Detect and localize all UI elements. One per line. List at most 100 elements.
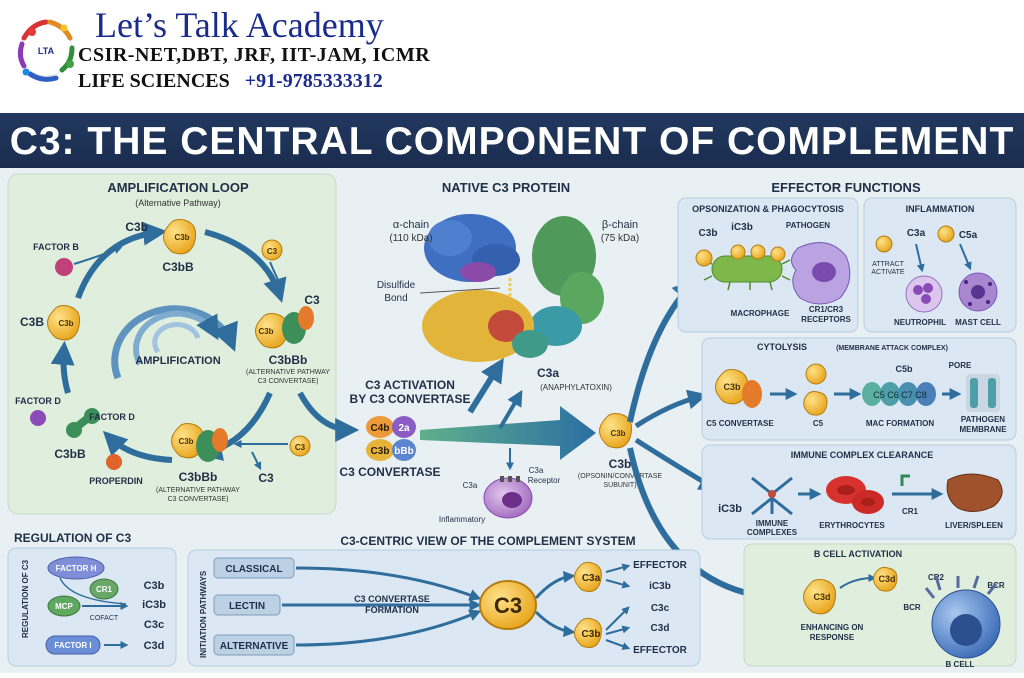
activation-label-2: BY C3 CONVERTASE [350, 392, 471, 406]
subject-line: LIFE SCIENCES +91-9785333312 [78, 70, 383, 93]
c3-convertase-complex-icon [366, 416, 416, 461]
c5a-to-mastcell-arrow [959, 243, 972, 271]
exam-list: CSIR-NET,DBT, JRF, IIT-JAM, ICMR [78, 44, 431, 66]
c3b-c3c-arrow [605, 606, 630, 631]
mcp-label: MCP [55, 602, 73, 611]
c3bbb-bottom-glyph: C3b [178, 437, 193, 446]
output-effector-top: EFFECTOR [633, 560, 687, 571]
factor-i-chip [45, 635, 101, 655]
opsonized-pathogen-icon [695, 244, 791, 291]
factor-d-mid-label: FACTOR D [89, 412, 135, 422]
lectin-pathway-box [213, 594, 281, 616]
inflammatory-cell-icon [483, 476, 533, 519]
c3bbb-right-glyph: C3b [258, 327, 273, 336]
beta-chain-kda: (75 kDa) [601, 233, 639, 244]
convertase-right-note-1: (ALTERNATIVE PATHWAY [246, 369, 330, 376]
c3b-convertase-label: C3b [371, 446, 390, 457]
liver-icon [946, 473, 1003, 512]
alternative-arrow [295, 609, 482, 647]
amplification-title: AMPLIFICATION LOOP [107, 180, 249, 195]
output-c3d: C3d [651, 623, 670, 634]
regulation-side-label: REGULATION OF C3 [21, 559, 30, 638]
c3b-top-label: C3b [125, 220, 148, 234]
native-title: NATIVE C3 PROTEIN [442, 180, 570, 195]
reg-product-c3c: C3c [144, 619, 164, 631]
c3d-left-icon [803, 579, 837, 615]
c3d-arrow [839, 574, 877, 589]
regulation-cr1-label: CR1 [96, 585, 113, 594]
c5-convertase-icon [715, 369, 762, 408]
academy-logo-icon: LTA [17, 19, 75, 82]
membrane-pore-icon [966, 374, 1000, 412]
receptors-label-2: RECEPTORS [801, 315, 851, 324]
c3b-out-label: C3b [609, 457, 632, 471]
c3b-effector-arrow [605, 639, 631, 650]
liver-spleen-label: LIVER/SPLEEN [945, 521, 1003, 530]
reg-product-c3b: C3b [144, 580, 165, 592]
c3-in-arrow [269, 261, 284, 291]
disulfide-label-2: Bond [384, 293, 407, 304]
c3-in2-icon [289, 435, 311, 457]
c3bbb-bottom-icon [171, 423, 228, 462]
central-c3b-label: C3b [582, 629, 601, 640]
page-title: C3: THE CENTRAL COMPONENT OF COMPLEMENT [9, 120, 1015, 163]
c3bbb-right-label: C3bBb [269, 353, 308, 367]
c3b-out-glyph: C3b [610, 429, 625, 438]
central-c3a-label: C3a [582, 573, 601, 584]
factor-b-arrow [73, 246, 123, 265]
c3-protein-structure-icon [422, 214, 604, 362]
c3b-left-icon [47, 305, 81, 341]
c5-icon [803, 391, 828, 416]
formation-label-2: FORMATION [365, 605, 419, 615]
logo-text: LTA [38, 46, 55, 56]
convertase-right-note-2: C3 CONVERTASE) [258, 378, 319, 385]
c3b-top-icon [163, 219, 197, 255]
c3-in2-label: C3 [295, 443, 306, 452]
bbb-label: bBb [394, 446, 413, 457]
cytolysis-c3b-label: C3b [723, 382, 741, 392]
erythrocytes-label: ERYTHROCYTES [819, 521, 885, 530]
central-title: C3-CENTRIC VIEW OF THE COMPLEMENT SYSTEM [340, 534, 635, 548]
c3b-c3d-arrow [605, 625, 631, 635]
convertase-to-activation-arrow [297, 391, 360, 442]
infographic: AMPLIFICATION LOOP (Alternative Pathway)… [0, 168, 1024, 673]
opsonin-label-2: SUBUNIT) [603, 482, 636, 489]
opsonization-title: OPSONIZATION & PHAGOCYTOSIS [692, 204, 844, 214]
inflam-c5a-label: C5a [959, 230, 978, 241]
attract-label-2: ACTIVATE [871, 269, 905, 276]
subject: LIFE SCIENCES [78, 70, 230, 92]
receptor-label-1: C3a [529, 466, 544, 475]
output-ic3b: iC3b [649, 581, 671, 592]
factor-b-icon [55, 258, 73, 276]
output-c3c: C3c [651, 603, 670, 614]
header: LTA Let’s Talk Academy CSIR-NET,DBT, JRF… [0, 0, 1024, 110]
reg-product-ic3b: iC3b [142, 599, 166, 611]
b-cell-icon [924, 575, 1001, 659]
reg-product-c3d: C3d [144, 640, 165, 652]
factor-h-label: FACTOR H [56, 564, 97, 573]
initiation-side-label: INITIATION PATHWAYS [199, 570, 208, 658]
convertase-bottom-note-1: (ALTERNATIVE PATHWAY [156, 487, 240, 494]
loop-arrow-left [50, 340, 75, 394]
loop-arrow-bottom-left [102, 430, 173, 463]
c3-in-icon [261, 239, 283, 261]
convertase-bottom-note-2: C3 CONVERTASE) [168, 496, 229, 503]
opso-c3b-label: C3b [699, 228, 718, 239]
bcell-title: B CELL ACTIVATION [814, 549, 902, 559]
mac-components-label: C5 C6 C7 C8 [873, 390, 927, 400]
erythrocytes-icon [826, 476, 884, 514]
c4b-label: C4b [371, 423, 390, 434]
c3a-ic3b-arrow [605, 579, 631, 589]
macrophage-label: MACROPHAGE [731, 309, 790, 318]
infographic-svg: AMPLIFICATION LOOP (Alternative Pathway)… [7, 173, 1017, 669]
alternative-pathway-box [213, 634, 295, 656]
alpha-chain-kda: (110 kDa) [389, 233, 432, 244]
c3d-left-label: C3d [813, 592, 830, 602]
amplification-center-label: AMPLIFICATION [135, 355, 220, 367]
c5-convertase-label: C5 CONVERTASE [706, 419, 774, 428]
c3b-left-glyph: C3b [58, 319, 73, 328]
properdin-icon [106, 454, 122, 470]
disulfide-label-1: Disulfide [377, 280, 416, 291]
c3-out-label: C3 [258, 471, 274, 485]
mast-cell-label: MAST CELL [955, 318, 1001, 327]
